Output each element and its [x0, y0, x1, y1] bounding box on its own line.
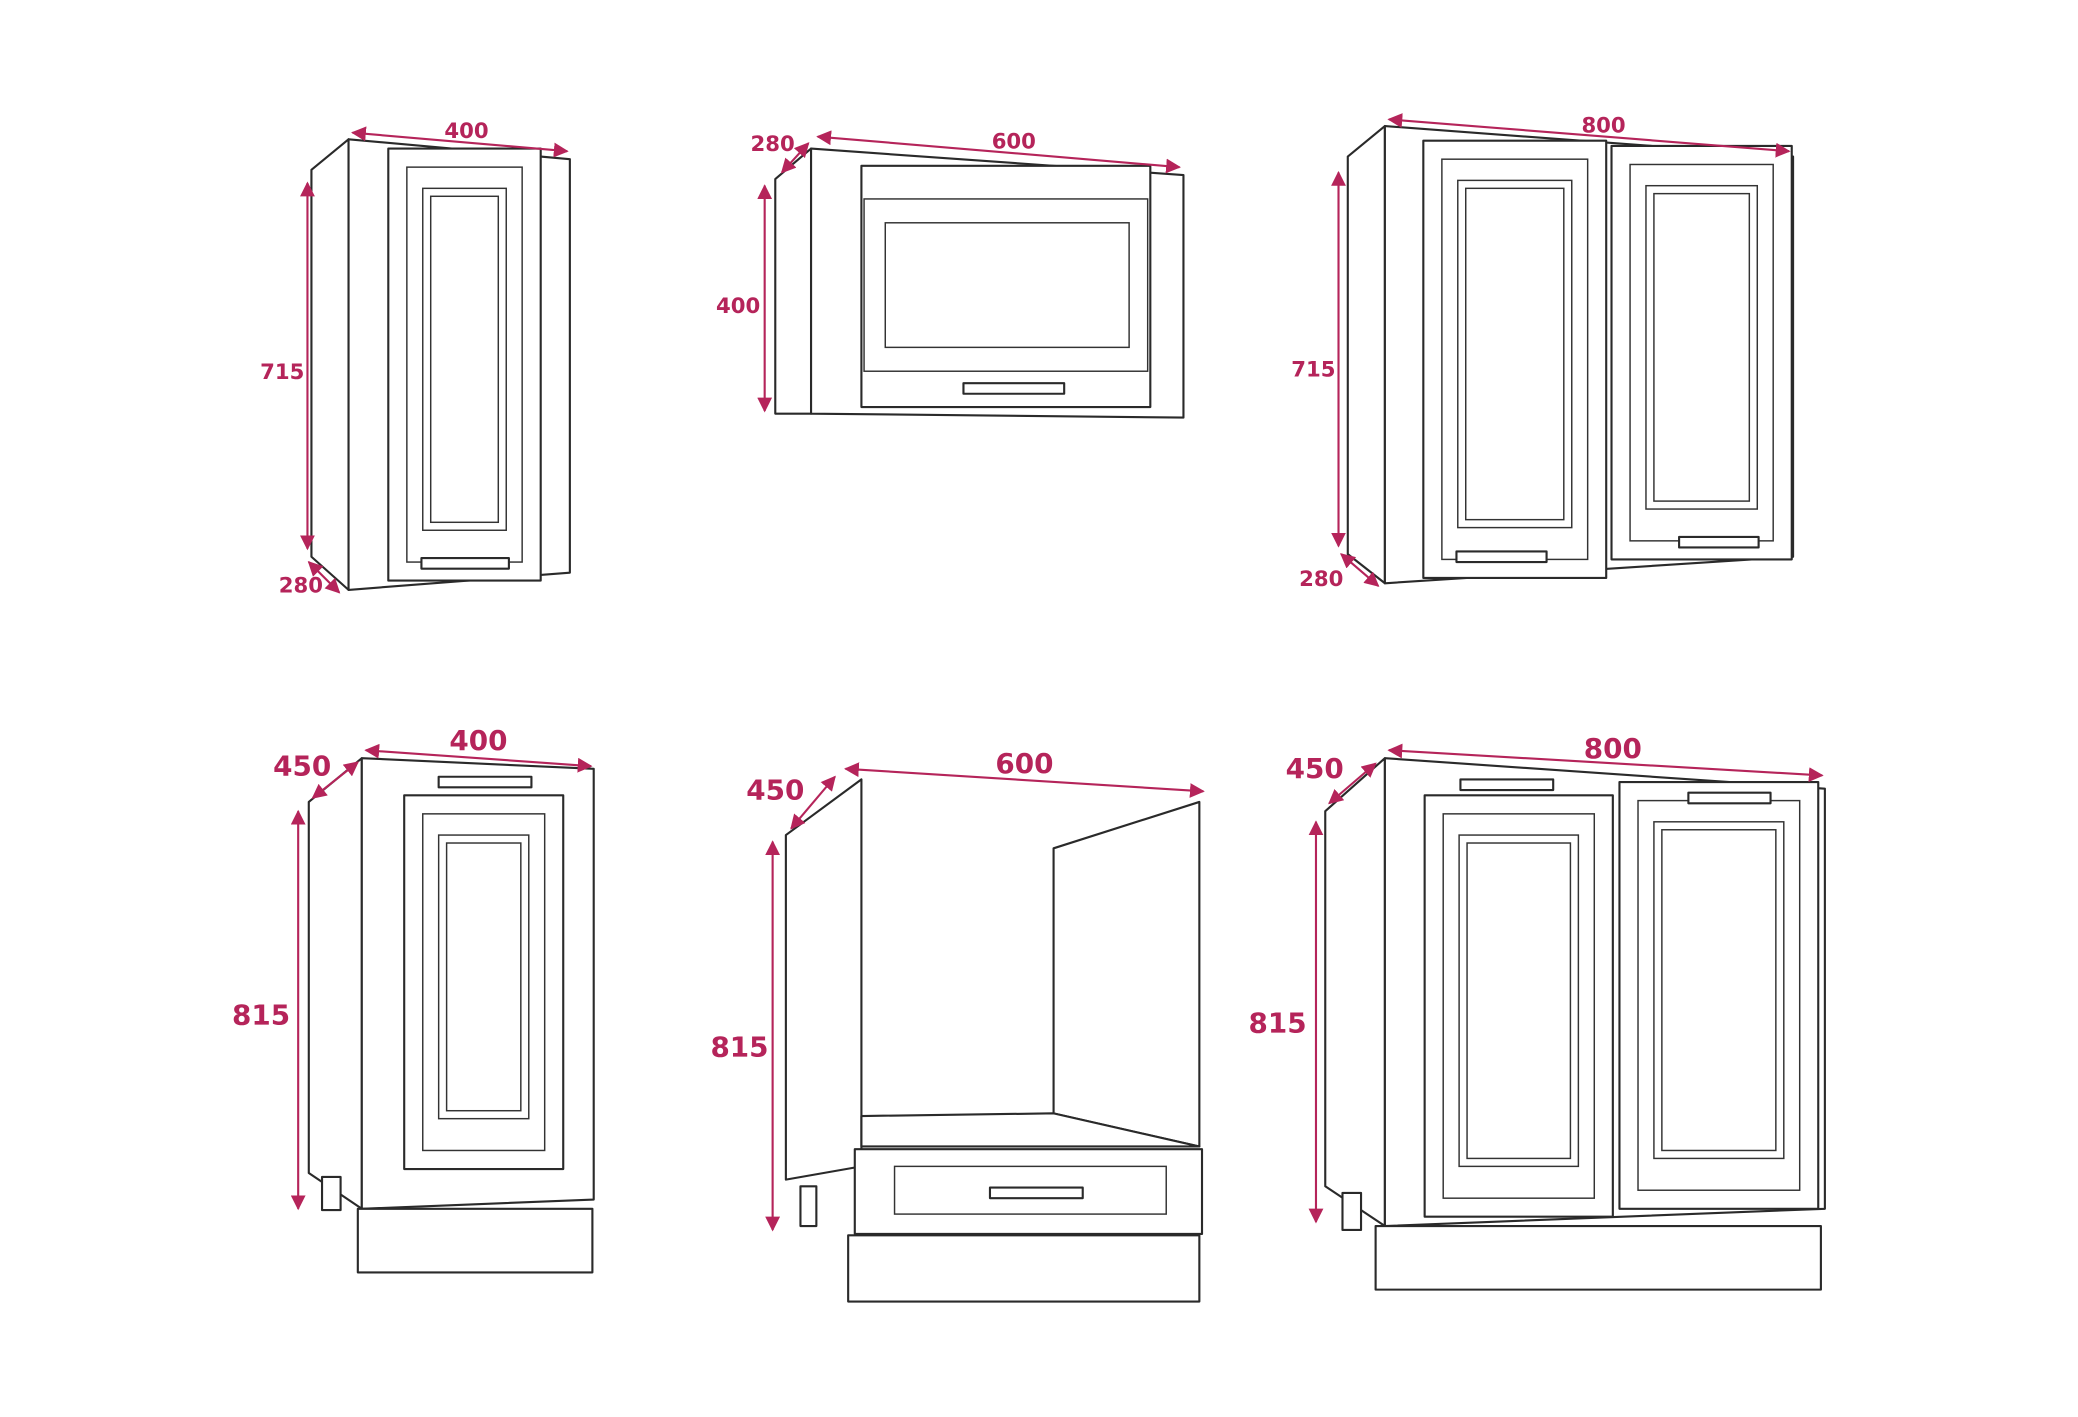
door	[403, 794, 565, 1171]
door-panel-inner	[1465, 187, 1565, 521]
dimension-arrow	[1387, 743, 1824, 783]
dim-depth-label: 450	[273, 749, 331, 782]
door	[1423, 794, 1614, 1218]
dim-width-label: 800	[1584, 732, 1642, 765]
dim-depth-label: 280	[751, 131, 795, 156]
door-panel	[1458, 834, 1580, 1168]
door	[1618, 780, 1820, 1210]
dimension-arrow	[816, 130, 1181, 174]
door-panel-inner	[1653, 192, 1751, 502]
handle-icon	[988, 1186, 1084, 1200]
door-panel	[437, 834, 530, 1120]
dim-width-label: 400	[444, 118, 488, 143]
dim-width-label: 600	[992, 129, 1036, 154]
dimension-arrow	[790, 775, 836, 830]
dimension-arrow	[311, 761, 359, 799]
handle-icon	[1455, 550, 1548, 564]
dim-depth-label: 280	[279, 573, 323, 598]
side-panel	[784, 778, 863, 1181]
door-panel-inner	[445, 842, 522, 1112]
door-frame	[863, 198, 1149, 372]
handle-icon	[437, 775, 533, 789]
dimension-arrow	[1387, 113, 1791, 158]
leg	[799, 1185, 818, 1228]
dimension-arrow	[1340, 553, 1380, 587]
dim-height-label: 815	[710, 1030, 768, 1063]
leg	[1341, 1191, 1363, 1232]
dim-height-label: 815	[1248, 1007, 1306, 1040]
dimension-arrow	[780, 142, 810, 174]
dim-height-label: 715	[1291, 357, 1335, 382]
dim-width-label: 400	[449, 724, 507, 757]
side-panel	[774, 147, 813, 415]
door-panel	[422, 187, 507, 531]
side-panel	[310, 138, 350, 591]
dim-depth-label: 450	[1286, 752, 1344, 785]
handle-icon	[420, 557, 510, 570]
dimension-arrow	[844, 762, 1205, 798]
dimension-arrow	[351, 126, 569, 158]
dim-width-label: 600	[995, 747, 1053, 780]
door-panel	[1457, 179, 1573, 529]
leg	[320, 1175, 342, 1212]
door-panel-inner	[1661, 829, 1777, 1152]
door-panel	[1645, 184, 1759, 510]
door-panel	[1653, 821, 1785, 1160]
side-panel	[307, 757, 363, 1210]
dimension-arrow	[364, 743, 593, 773]
door	[1422, 139, 1608, 580]
door-frame	[422, 813, 546, 1152]
lift-door	[860, 164, 1152, 409]
back-side-panel	[1052, 800, 1201, 1148]
dim-height-label: 715	[260, 359, 304, 384]
handle-icon	[1678, 535, 1760, 549]
door-panel	[884, 222, 1130, 349]
dim-height-label: 400	[716, 293, 760, 318]
handle-icon	[962, 382, 1066, 395]
door-panel-inner	[429, 195, 500, 524]
side-panel	[1346, 124, 1386, 585]
door	[1610, 144, 1793, 561]
dim-height-label: 815	[232, 999, 290, 1032]
door	[387, 147, 542, 582]
dimension-arrow	[307, 561, 341, 594]
dim-width-label: 800	[1581, 113, 1625, 138]
door-frame	[1442, 813, 1596, 1199]
handle-icon	[1459, 778, 1555, 792]
plinth	[1374, 1224, 1822, 1291]
dimension-arrow	[1328, 762, 1377, 805]
cabinet-floor	[860, 1112, 1201, 1148]
drawer-panel	[893, 1165, 1167, 1215]
plinth	[847, 1234, 1201, 1303]
handle-icon	[1687, 791, 1772, 805]
dim-depth-label: 280	[1299, 566, 1343, 591]
dim-depth-label: 450	[746, 773, 804, 806]
door-panel-inner	[1466, 842, 1572, 1160]
plinth	[356, 1207, 594, 1274]
side-panel	[1324, 757, 1386, 1228]
